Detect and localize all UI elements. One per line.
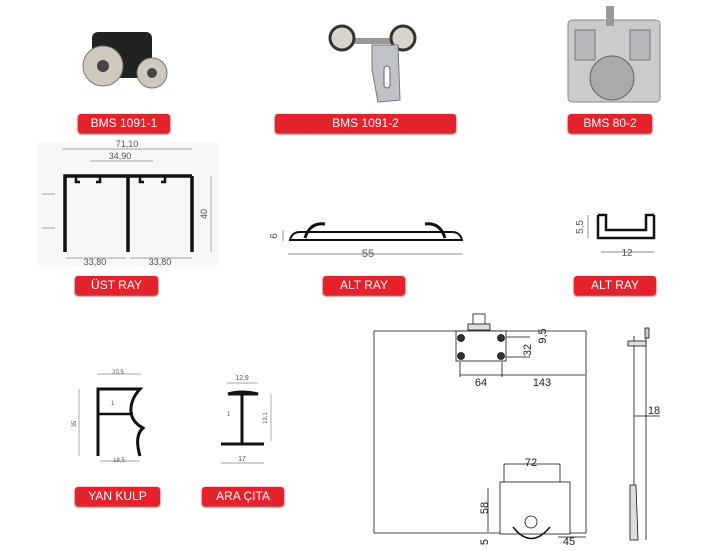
alt-ray-1-drawing xyxy=(282,222,464,255)
ara-cita-height-dim: 19,1 xyxy=(263,412,269,424)
label-ust-ray: ÜST RAY xyxy=(75,276,158,295)
label-yan-kulp: YAN KULP xyxy=(75,487,160,506)
door-dim-32: 32 xyxy=(522,344,534,356)
yan-kulp-thickness-dim: 1 xyxy=(111,401,115,407)
label-ara-cita: ARA ÇITA xyxy=(202,487,284,506)
door-dim-45: 45 xyxy=(563,536,575,548)
label-alt-ray-1: ALT RAY xyxy=(323,276,405,295)
yan-kulp-height-dim: 35 xyxy=(72,420,78,427)
label-alt-ray-2: ALT RAY xyxy=(574,276,656,295)
alt-ray-2-width-dim: 12 xyxy=(621,248,633,259)
label-bms-1091-2: BMS 1091-2 xyxy=(275,114,456,133)
door-dim-58: 58 xyxy=(479,502,491,514)
ust-ray-left-dim: 33,80 xyxy=(84,257,107,267)
yan-kulp-top-dim: 20,5 xyxy=(112,370,124,376)
door-dim-9-5: 9,5 xyxy=(537,328,549,343)
bms-1091-1-photo xyxy=(82,32,168,89)
ust-ray-total-dim: 71,10 xyxy=(116,139,139,149)
yan-kulp-drawing xyxy=(78,373,146,462)
alt-ray-2-drawing xyxy=(587,213,656,253)
door-dim-5: 5 xyxy=(479,539,491,545)
label-bms-1091-1: BMS 1091-1 xyxy=(78,114,170,133)
ara-cita-drawing xyxy=(221,382,272,464)
ara-cita-thickness-dim: 1 xyxy=(227,412,231,418)
bms-1091-2-photo xyxy=(328,24,417,103)
door-dim-64: 64 xyxy=(475,377,487,389)
ust-ray-right-dim: 33,80 xyxy=(149,257,172,267)
alt-ray-1-width-dim: 55 xyxy=(362,248,374,260)
door-assembly-drawing xyxy=(373,313,660,541)
door-dim-18: 18 xyxy=(648,405,660,417)
door-dimensions: 9,5 32 64 143 72 58 5 45 18 xyxy=(475,328,660,548)
label-bms-80-2: BMS 80-2 xyxy=(568,114,652,133)
bms-80-2-photo xyxy=(567,6,661,103)
door-dim-143: 143 xyxy=(533,377,551,389)
ara-cita-bottom-dim: 17 xyxy=(238,456,246,463)
yan-kulp-bottom-dim: 18,5 xyxy=(113,458,125,464)
alt-ray-1-height-dim: 6 xyxy=(269,233,280,239)
ust-ray-drawing xyxy=(38,142,218,267)
ust-ray-height-dim: 40 xyxy=(199,209,209,219)
ust-ray-inner-dim: 34,90 xyxy=(109,151,132,161)
ara-cita-top-dim: 12,9 xyxy=(235,375,249,382)
door-dim-72: 72 xyxy=(525,457,537,469)
alt-ray-2-height-dim: 5,5 xyxy=(575,220,586,234)
